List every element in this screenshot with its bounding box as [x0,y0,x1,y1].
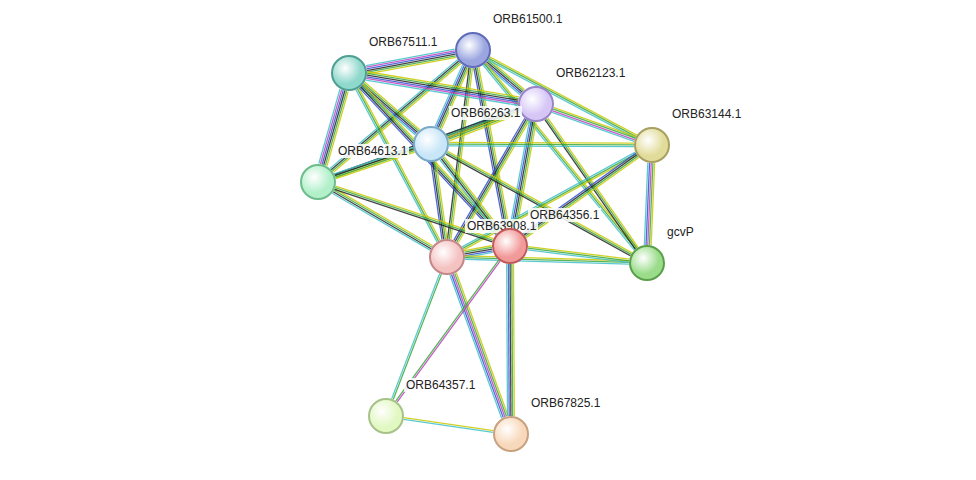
interaction-edge [335,186,494,242]
evidence-line [367,77,518,102]
evidence-line [433,162,444,239]
evidence-line [528,247,629,260]
protein-node: ORB63144.1 [634,127,670,163]
evidence-line [366,80,517,105]
protein-node: ORB66263.1 [413,126,449,162]
evidence-line [448,151,632,253]
evidence-line [449,145,634,147]
evidence-line [334,190,432,247]
evidence-line [364,83,419,130]
interaction-edge [404,418,494,433]
interaction-edge [332,189,432,250]
interaction-edge [523,153,639,237]
node-label: ORB67825.1 [529,396,602,410]
evidence-line [367,73,518,98]
interaction-edge [366,49,456,74]
evidence-line [554,108,636,137]
evidence-line [508,264,510,416]
evidence-line [367,52,456,68]
interaction-edge [644,163,654,245]
protein-node: ORB63908.1 [429,239,465,275]
interaction-edge [366,72,519,105]
evidence-line [463,154,636,249]
protein-node: ORB67511.1 [331,55,367,91]
evidence-line [644,163,647,245]
evidence-line [464,155,637,250]
protein-node: gcvP [629,245,665,281]
node-label: ORB64356.1 [528,208,601,222]
interaction-edge [396,260,500,402]
evidence-line [449,143,634,145]
evidence-line [524,155,637,235]
evidence-line [552,112,634,141]
evidence-line [553,109,635,138]
evidence-line [462,152,635,247]
interaction-edge [545,118,638,249]
node-label: ORB66263.1 [449,106,522,120]
evidence-line [447,153,631,255]
evidence-line [397,261,500,402]
evidence-line [366,49,455,65]
evidence-line [523,153,636,233]
evidence-line [509,264,511,416]
node-label: ORB64613.1 [336,144,409,158]
evidence-line [528,250,629,263]
node-label: ORB63144.1 [670,107,743,121]
evidence-line [477,68,507,229]
evidence-line [335,189,493,242]
evidence-line [366,51,455,67]
protein-node: ORB64613.1 [300,164,336,200]
interaction-edge [462,152,637,250]
node-label: ORB64357.1 [404,378,477,392]
evidence-line [525,156,638,236]
protein-node: ORB62123.1 [518,86,554,122]
evidence-line [546,119,636,248]
evidence-line [553,111,635,140]
interaction-edge [449,142,634,146]
evidence-line [455,273,507,416]
evidence-line [396,260,499,401]
node-label: ORB67511.1 [367,35,440,49]
evidence-line [431,162,442,239]
evidence-line [456,273,508,416]
evidence-line [333,192,431,249]
evidence-line [513,264,515,416]
evidence-line [449,142,634,144]
evidence-line [404,419,493,432]
evidence-line [548,118,638,247]
evidence-line [366,78,517,103]
protein-node: ORB64356.1 [492,228,528,264]
evidence-line [528,248,629,261]
interaction-edge [552,108,636,142]
interaction-edge [528,247,630,263]
interaction-edge [431,161,447,239]
evidence-line [506,264,508,416]
node-label: ORB62123.1 [554,66,627,80]
node-label: ORB61500.1 [491,12,564,26]
evidence-line [453,274,505,417]
protein-node: ORB64357.1 [368,398,404,434]
evidence-line [452,275,504,418]
evidence-line [450,275,502,418]
evidence-line [526,158,639,238]
node-label: gcvP [665,225,696,239]
protein-node: ORB67825.1 [493,416,529,452]
evidence-line [404,418,493,431]
interaction-edge [507,264,515,416]
interaction-edge [450,273,508,418]
evidence-line [367,75,518,100]
protein-node: ORB61500.1 [455,32,491,68]
evidence-line [511,264,513,416]
